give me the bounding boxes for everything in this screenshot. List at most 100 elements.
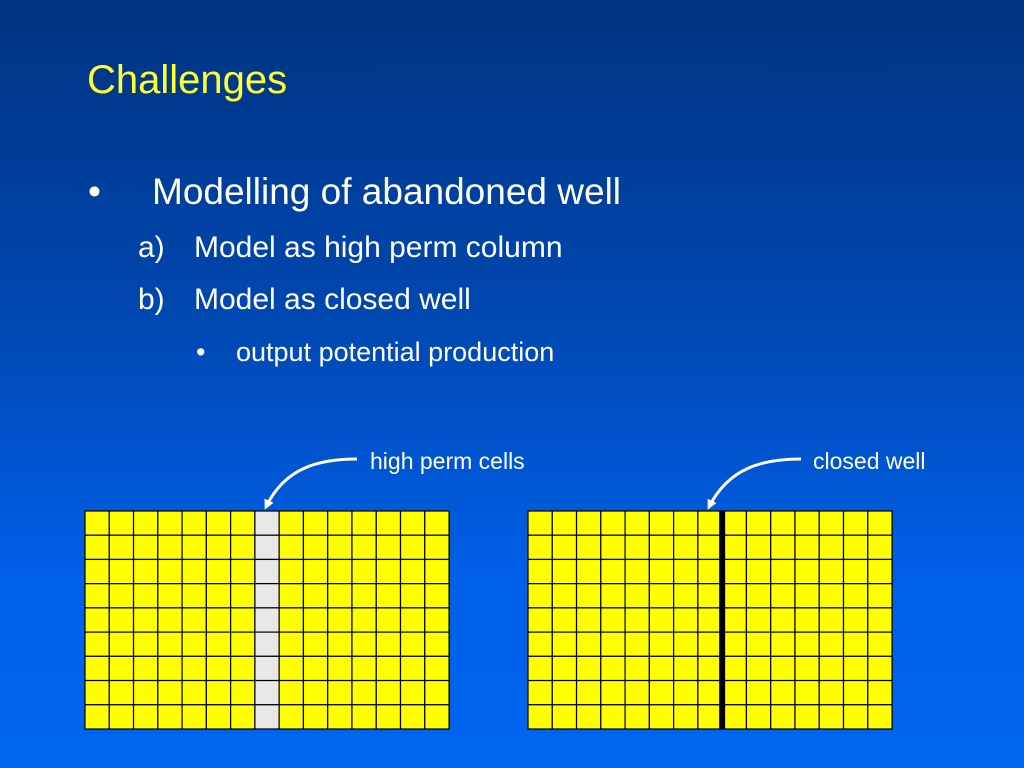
- grid-cell: [624, 704, 650, 730]
- grid-cell: [527, 607, 553, 633]
- grid-cell: [84, 704, 110, 730]
- grid-cell: [673, 558, 699, 585]
- grid-cell: [230, 558, 256, 585]
- grid-cell: [818, 655, 845, 682]
- grid-cell: [600, 704, 626, 730]
- grid-cell: [721, 583, 748, 609]
- grid-cell: [818, 583, 845, 609]
- grid-cell: [399, 510, 426, 536]
- grid-cell: [673, 534, 699, 561]
- grid-cell: [842, 704, 869, 730]
- grid-cell: [842, 583, 869, 609]
- grid-cell: [399, 655, 426, 682]
- grid-cell: [132, 534, 159, 561]
- grid-cell: [230, 631, 256, 657]
- sub-item-marker: b): [138, 283, 165, 316]
- high-perm-cell: [254, 510, 280, 536]
- grid-cell: [867, 631, 893, 657]
- grid-cell: [527, 655, 553, 682]
- grid-cell: [867, 679, 893, 706]
- grid-cell: [818, 631, 845, 657]
- grid-cell: [867, 583, 893, 609]
- grid-cell: [527, 631, 553, 657]
- high-perm-cell: [254, 631, 280, 657]
- grid-cell: [770, 655, 796, 682]
- grid-cell: [697, 534, 723, 561]
- sub-sub-bullet-marker: •: [196, 337, 206, 367]
- high-perm-cell: [254, 583, 280, 609]
- grid-cell: [230, 704, 256, 730]
- grid-cell: [375, 679, 402, 706]
- grid-cell: [302, 704, 329, 730]
- grid-cell: [327, 510, 353, 536]
- grid-cell: [424, 631, 450, 657]
- grid-cell: [673, 704, 699, 730]
- high-perm-cell: [254, 655, 280, 682]
- grid-cell: [697, 631, 723, 657]
- grid-cell: [181, 607, 207, 633]
- grid-cell: [399, 704, 426, 730]
- grid-cell: [108, 704, 135, 730]
- grid-cell: [205, 704, 232, 730]
- grid-cell: [575, 583, 602, 609]
- grid-cell: [575, 679, 602, 706]
- grid-cell: [818, 607, 845, 633]
- grid-cell: [157, 534, 183, 561]
- grid-cell: [375, 607, 402, 633]
- closed-well-label: closed well: [813, 448, 926, 474]
- grid-cell: [527, 534, 553, 561]
- sub-item-text: Model as closed well: [194, 283, 471, 316]
- grid-cell: [84, 510, 110, 536]
- grid-cell: [327, 558, 353, 585]
- grid-cell: [721, 510, 748, 536]
- grid-cell: [327, 631, 353, 657]
- grid-cell: [648, 704, 675, 730]
- grid-cell: [351, 704, 377, 730]
- grid-cell: [399, 534, 426, 561]
- grid-cell: [648, 534, 675, 561]
- grid-cell: [648, 679, 675, 706]
- grid-cell: [527, 583, 553, 609]
- grid-cell: [424, 655, 450, 682]
- grid-cell: [278, 704, 305, 730]
- grid-cell: [230, 583, 256, 609]
- grid-cell: [818, 558, 845, 585]
- grid-cell: [842, 558, 869, 585]
- grid-cell: [230, 534, 256, 561]
- slide-title: Challenges: [87, 58, 288, 102]
- high-perm-cells-label: high perm cells: [370, 448, 525, 474]
- grid-cell: [327, 607, 353, 633]
- grid-cell: [575, 631, 602, 657]
- grid-cell: [108, 607, 135, 633]
- grid-cell: [278, 631, 305, 657]
- grid-cell: [673, 655, 699, 682]
- grid-cell: [745, 607, 772, 633]
- grid-cell: [794, 583, 820, 609]
- grid-cell: [424, 583, 450, 609]
- grid-cell: [399, 583, 426, 609]
- grid-cell: [745, 655, 772, 682]
- grid-cell: [84, 655, 110, 682]
- grid-cell: [157, 704, 183, 730]
- grid-cell: [205, 558, 232, 585]
- high-perm-cell: [254, 558, 280, 585]
- grid-cell: [818, 679, 845, 706]
- sub-item-text: Model as high perm column: [194, 231, 563, 264]
- grid-cell: [157, 631, 183, 657]
- grid-cell: [673, 607, 699, 633]
- grid-cell: [624, 655, 650, 682]
- grid-cell: [230, 607, 256, 633]
- grid-cell: [551, 704, 578, 730]
- grid-cell: [551, 558, 578, 585]
- grid-cell: [84, 631, 110, 657]
- grid-cell: [351, 607, 377, 633]
- grid-cell: [648, 631, 675, 657]
- grid-cell: [600, 631, 626, 657]
- grid-cell: [770, 583, 796, 609]
- grid-cell: [794, 534, 820, 561]
- grid-cell: [84, 583, 110, 609]
- grid-cell: [351, 534, 377, 561]
- grid-cell: [770, 607, 796, 633]
- high-perm-arrow: [264, 457, 358, 510]
- grid-cell: [181, 704, 207, 730]
